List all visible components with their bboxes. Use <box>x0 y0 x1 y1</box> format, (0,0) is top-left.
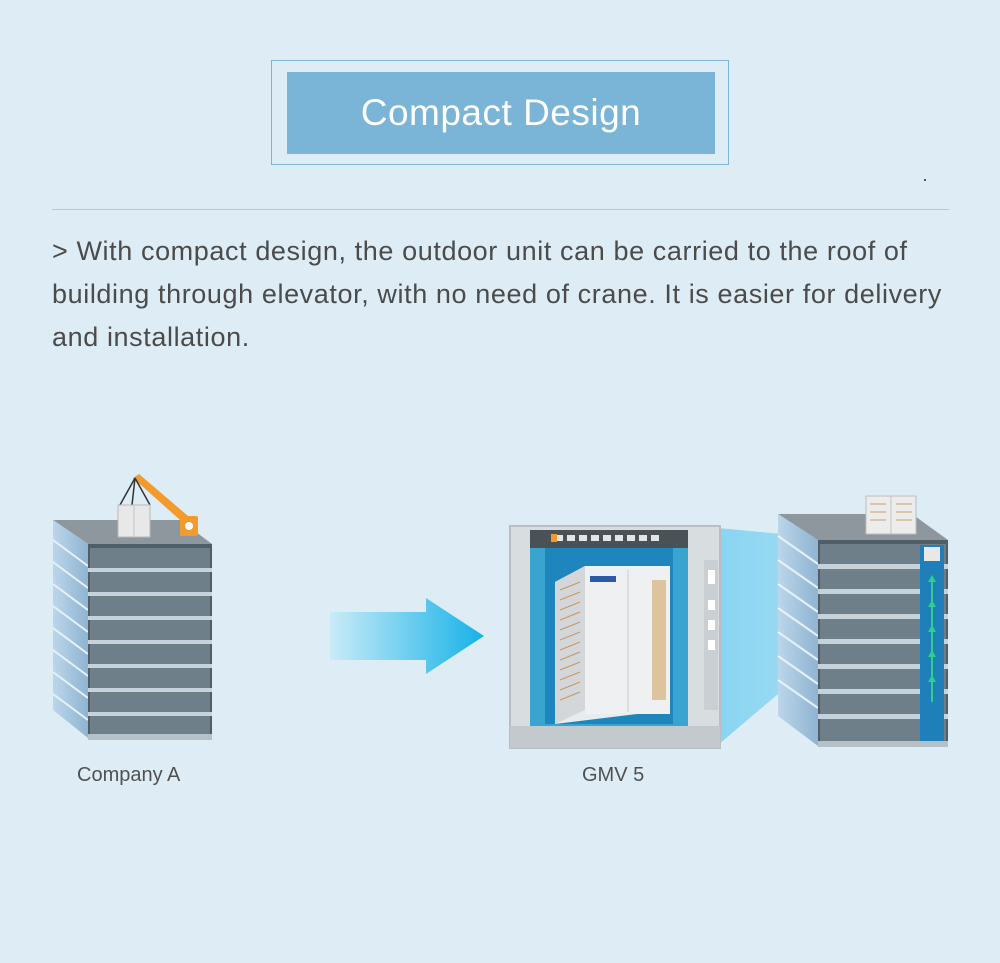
page-title: Compact Design <box>360 92 642 133</box>
building-with-elevator-icon <box>777 495 948 747</box>
elevator-with-outdoor-unit-icon <box>509 525 721 749</box>
title-frame <box>271 60 729 165</box>
divider <box>52 209 949 210</box>
crane-icon <box>117 474 198 538</box>
building-with-crane-icon <box>52 474 212 740</box>
outdoor-unit-icon <box>555 566 670 724</box>
caption-gmv5: GMV 5 <box>582 764 645 786</box>
description-text: > With compact design, the outdoor unit … <box>52 236 942 352</box>
title-banner: Compact Design <box>287 72 715 154</box>
caption-company-a: Company A <box>77 764 181 786</box>
transfer-arrow-icon <box>330 598 484 674</box>
decorative-dot <box>924 179 926 181</box>
